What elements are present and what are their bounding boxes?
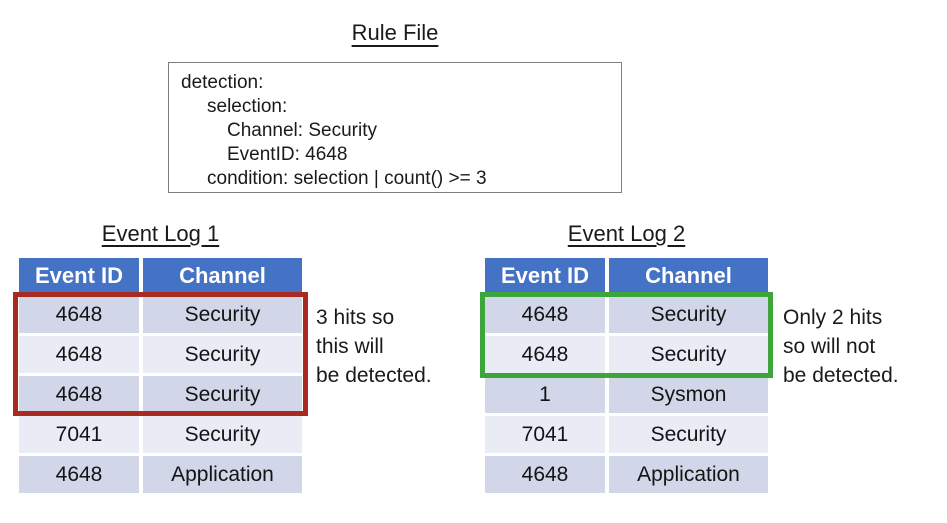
event-log-2-table: Event ID Channel 4648 Security 4648 Secu…: [485, 258, 768, 493]
note-line: be detected.: [783, 364, 899, 387]
column-header-event-id: Event ID: [485, 258, 609, 293]
note-line: 3 hits so: [316, 306, 395, 329]
rule-line-channel: Channel: Security: [227, 120, 377, 141]
table-row: 7041 Security: [485, 413, 768, 453]
column-header-channel: Channel: [609, 258, 768, 293]
event-log-1-title: Event Log 1: [101, 221, 220, 246]
table-header-row: Event ID Channel: [485, 258, 768, 293]
channel-cell: Security: [609, 333, 768, 373]
column-header-channel: Channel: [143, 258, 302, 293]
event-log-1-table: Event ID Channel 4648 Security 4648 Secu…: [19, 258, 302, 493]
event-id-cell: 7041: [485, 413, 609, 453]
table-row: 4648 Security: [19, 373, 302, 413]
table-header-row: Event ID Channel: [19, 258, 302, 293]
note-line: this will: [316, 335, 384, 358]
table-row: 4648 Security: [19, 333, 302, 373]
channel-cell: Security: [143, 413, 302, 453]
detected-note: 3 hits so this will be detected.: [316, 303, 432, 390]
rule-file-box: detection: selection: Channel: Security …: [168, 62, 622, 193]
rule-line-eventid: EventID: 4648: [227, 144, 348, 165]
rule-line-condition: condition: selection | count() >= 3: [207, 168, 487, 189]
channel-cell: Security: [609, 293, 768, 333]
rule-line-detection: detection:: [181, 72, 264, 93]
event-id-cell: 4648: [485, 453, 609, 493]
table-row: 4648 Security: [485, 333, 768, 373]
rule-file-title: Rule File: [351, 20, 439, 45]
channel-cell: Security: [143, 293, 302, 333]
event-id-cell: 4648: [485, 333, 609, 373]
table-row: 4648 Application: [19, 453, 302, 493]
event-id-cell: 4648: [19, 333, 143, 373]
event-log-2-title: Event Log 2: [567, 221, 686, 246]
channel-cell: Security: [143, 373, 302, 413]
channel-cell: Application: [143, 453, 302, 493]
table-row: 7041 Security: [19, 413, 302, 453]
channel-cell: Sysmon: [609, 373, 768, 413]
event-id-cell: 4648: [19, 293, 143, 333]
table-row: 4648 Application: [485, 453, 768, 493]
event-id-cell: 4648: [19, 373, 143, 413]
event-id-cell: 4648: [19, 453, 143, 493]
not-detected-note: Only 2 hits so will not be detected.: [783, 303, 899, 390]
table-row: 1 Sysmon: [485, 373, 768, 413]
note-line: be detected.: [316, 364, 432, 387]
rule-line-selection: selection:: [207, 96, 288, 117]
channel-cell: Security: [609, 413, 768, 453]
event-id-cell: 7041: [19, 413, 143, 453]
table-row: 4648 Security: [19, 293, 302, 333]
note-line: so will not: [783, 335, 876, 358]
event-id-cell: 4648: [485, 293, 609, 333]
column-header-event-id: Event ID: [19, 258, 143, 293]
event-id-cell: 1: [485, 373, 609, 413]
channel-cell: Security: [143, 333, 302, 373]
channel-cell: Application: [609, 453, 768, 493]
table-row: 4648 Security: [485, 293, 768, 333]
note-line: Only 2 hits: [783, 306, 883, 329]
